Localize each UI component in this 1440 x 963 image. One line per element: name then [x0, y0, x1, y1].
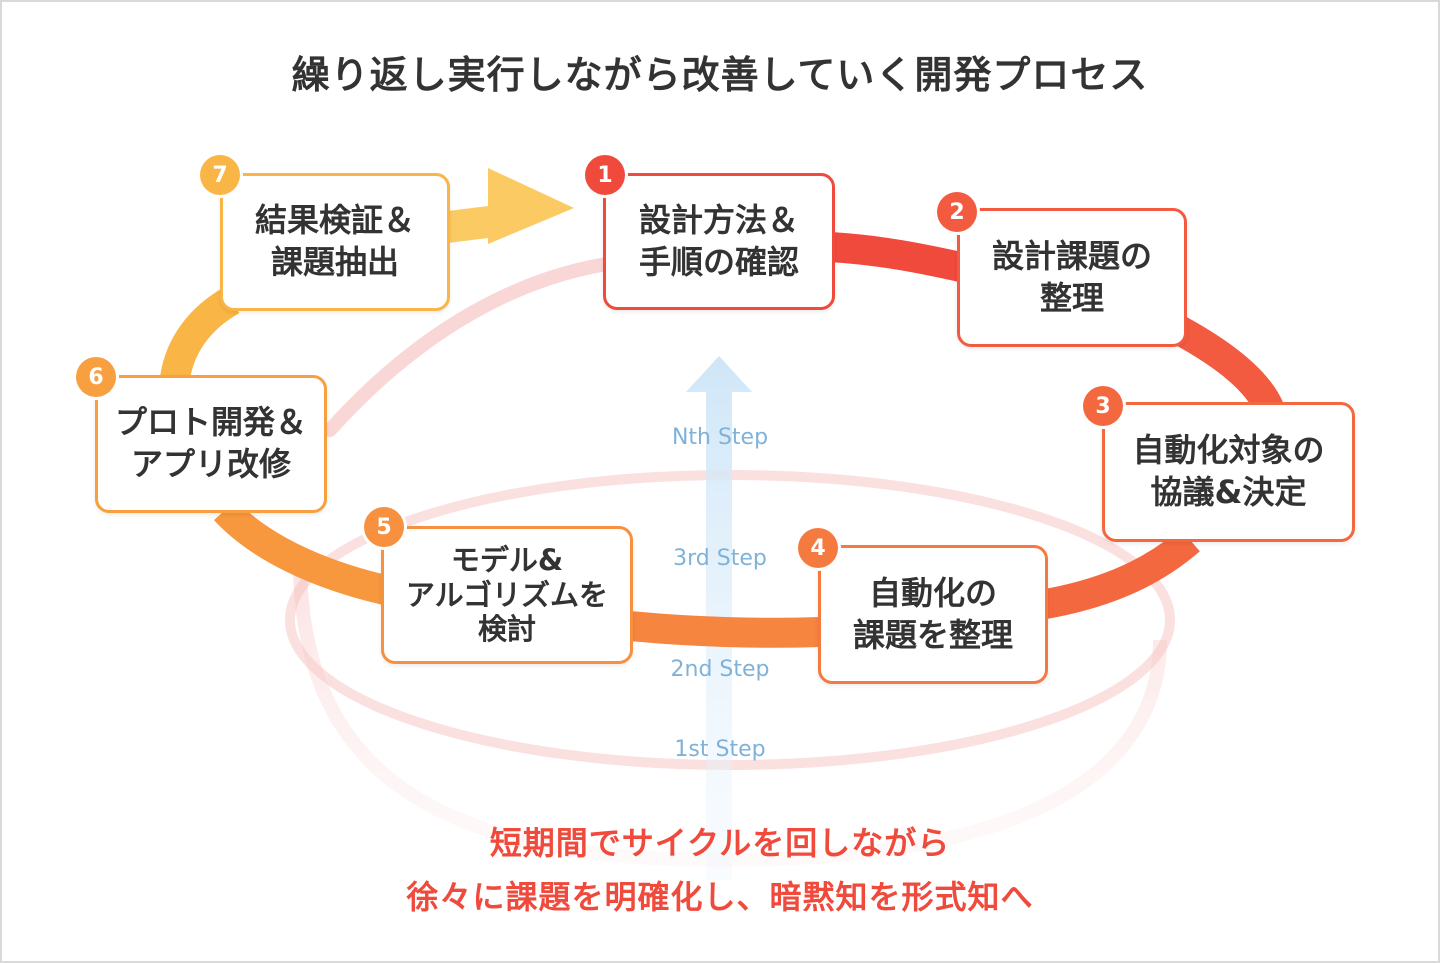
step-1-line-2: 手順の確認 — [638, 242, 799, 281]
footer-line-1: 短期間でサイクルを回しながら — [489, 824, 951, 862]
step-6-line-2: アプリ改修 — [130, 445, 291, 483]
step-box-2: 設計課題の 整理 — [957, 208, 1187, 347]
iteration-label-1st: 1st Step — [674, 737, 766, 762]
step-5-line-3: 検討 — [477, 612, 536, 647]
step-box-7: 結果検証＆ 課題抽出 — [220, 173, 450, 311]
page-title: 繰り返し実行しながら改善していく開発プロセス — [291, 53, 1149, 97]
segment-4-5 — [628, 611, 821, 648]
step-box-4: 自動化の 課題を整理 — [818, 545, 1048, 684]
step-box-6: プロト開発＆ アプリ改修 — [95, 375, 327, 513]
step-box-3: 自動化対象の 協議&決定 — [1102, 402, 1355, 542]
cycle-back-arc — [323, 255, 627, 437]
iteration-label-3rd: 3rd Step — [673, 546, 767, 571]
step-badge-7: 7 — [200, 155, 240, 195]
footer-line-2: 徐々に課題を明確化し、暗黙知を形式知へ — [406, 878, 1034, 916]
step-badge-5: 5 — [364, 507, 404, 547]
iteration-label-nth: Nth Step — [671, 425, 769, 450]
step-2-line-1: 設計課題の — [991, 236, 1152, 275]
iteration-label-2nd: 2nd Step — [670, 657, 770, 682]
step-4-line-2: 課題を整理 — [852, 615, 1013, 654]
step-5-line-1: モデル& — [450, 542, 564, 577]
segment-6-7 — [160, 286, 240, 381]
step-4-line-1: 自動化の — [868, 573, 997, 612]
step-2-line-2: 整理 — [1039, 278, 1104, 317]
step-badge-1: 1 — [585, 155, 625, 195]
step-6-line-1: プロト開発＆ — [114, 403, 307, 442]
step-badge-6: 6 — [76, 357, 116, 397]
step-badge-2: 2 — [937, 192, 977, 232]
step-5-line-2: アルゴリズムを — [405, 577, 609, 612]
step-3-line-1: 自動化対象の — [1132, 431, 1325, 470]
step-badge-4: 4 — [798, 528, 838, 568]
step-3-line-2: 協議&決定 — [1150, 473, 1307, 511]
segment-3-4 — [1037, 528, 1200, 620]
step-box-1: 設計方法＆ 手順の確認 — [603, 173, 835, 310]
step-7-line-1: 結果検証＆ — [254, 201, 415, 240]
step-box-5: モデル& アルゴリズムを 検討 — [381, 526, 633, 664]
step-1-line-1: 設計方法＆ — [638, 200, 799, 239]
step-7-line-2: 課題抽出 — [270, 243, 399, 281]
segment-1-2 — [829, 232, 969, 283]
segment-5-6 — [213, 499, 389, 605]
segment-7-1-arrow — [440, 168, 574, 244]
step-badge-3: 3 — [1083, 386, 1123, 426]
